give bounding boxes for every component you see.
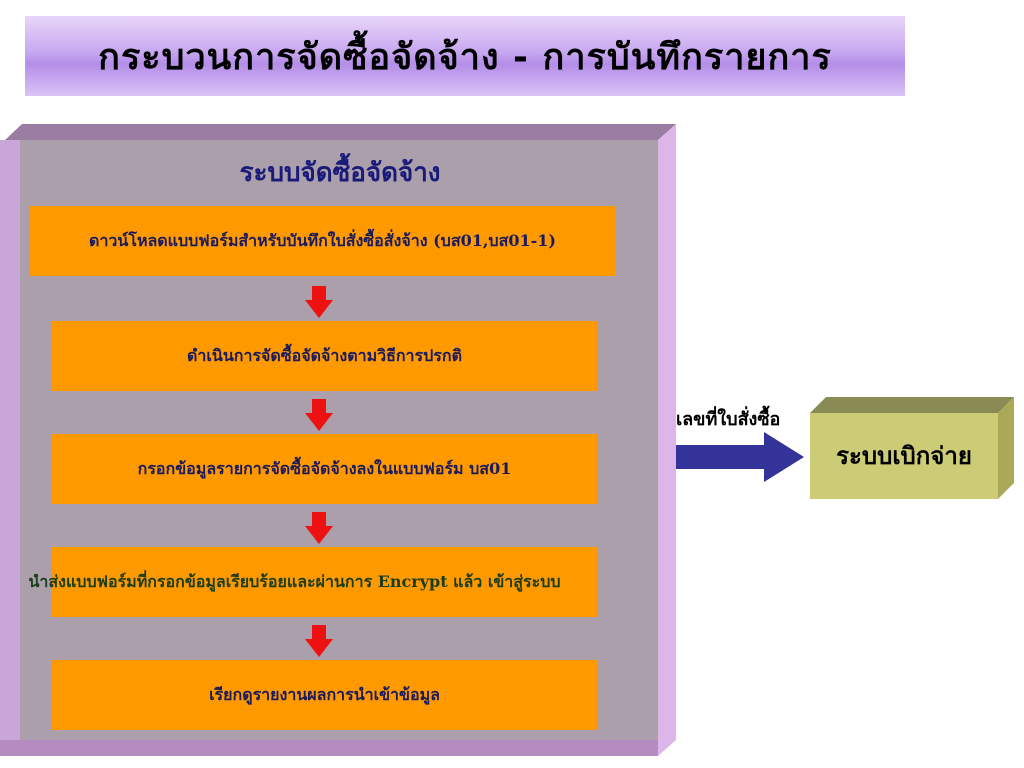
down-arrow-icon (305, 625, 333, 657)
step-label: นำส่งแบบฟอร์มที่กรอกข้อมูลเรียบร้อยและผ่… (28, 571, 561, 591)
title-banner: กระบวนการจัดซื้อจัดจ้าง - การบันทึกรายกา… (25, 16, 905, 96)
step-submit-form: นำส่งแบบฟอร์มที่กรอกข้อมูลเรียบร้อยและผ่… (28, 547, 597, 617)
step-view-report: เรียกดูรายงานผลการนำเข้าข้อมูล (52, 660, 597, 730)
target-system-box (810, 397, 1014, 499)
container-left-edge (0, 140, 20, 756)
right-arrow-icon (676, 432, 804, 482)
down-arrow-icon (305, 286, 333, 318)
target-right-face (998, 397, 1014, 499)
connector-label: เลขที่ใบสั่งซื้อ (676, 409, 781, 430)
step-download-form: ดาวน์โหลดแบบฟอร์มสำหรับบันทึกใบสั่งซื้อส… (30, 206, 615, 276)
target-front-face (810, 413, 998, 499)
target-top-face (810, 397, 1014, 413)
container-top-bevel (5, 124, 676, 140)
container-right-side (658, 124, 676, 756)
step-label: ดาวน์โหลดแบบฟอร์มสำหรับบันทึกใบสั่งซื้อส… (89, 230, 556, 250)
down-arrow-icon (305, 512, 333, 544)
step-procurement: ดำเนินการจัดซื้อจัดจ้างตามวิธีการปรกติ (52, 321, 597, 391)
page-title: กระบวนการจัดซื้อจัดจ้าง - การบันทึกรายกา… (98, 36, 832, 78)
step-label: กรอกข้อมูลรายการจัดซื้อจัดจ้างลงในแบบฟอร… (137, 458, 512, 478)
system-title: ระบบจัดซื้อจัดจ้าง (239, 158, 441, 188)
container-bottom-edge (0, 740, 658, 756)
target-system-label: ระบบเบิกจ่าย (836, 442, 972, 470)
step-label: เรียกดูรายงานผลการนำเข้าข้อมูล (209, 684, 440, 704)
down-arrow-icon (305, 399, 333, 431)
step-fill-form: กรอกข้อมูลรายการจัดซื้อจัดจ้างลงในแบบฟอร… (52, 434, 597, 504)
step-label: ดำเนินการจัดซื้อจัดจ้างตามวิธีการปรกติ (187, 345, 462, 365)
